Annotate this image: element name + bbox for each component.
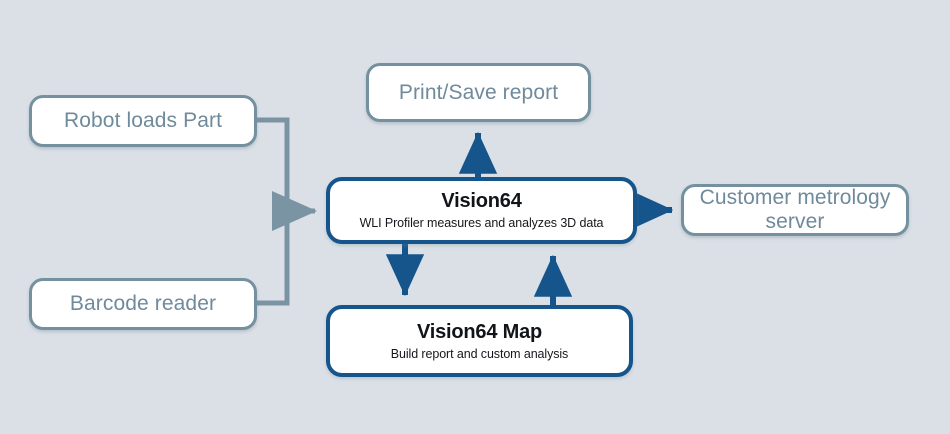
node-robot-loads-part-label: Robot loads Part bbox=[63, 109, 223, 133]
node-barcode-reader-label: Barcode reader bbox=[69, 292, 217, 316]
node-customer-metrology-server[interactable]: Customer metrology server bbox=[681, 184, 909, 236]
node-vision64-subtitle: WLI Profiler measures and analyzes 3D da… bbox=[359, 216, 604, 231]
node-vision64[interactable]: Vision64 WLI Profiler measures and analy… bbox=[326, 177, 637, 244]
node-vision64-map-title: Vision64 Map bbox=[416, 320, 543, 343]
connector-inputs-to-vision64 bbox=[257, 117, 317, 306]
node-vision64-map[interactable]: Vision64 Map Build report and custom ana… bbox=[326, 305, 633, 377]
node-print-save-report-label: Print/Save report bbox=[398, 80, 559, 104]
node-print-save-report[interactable]: Print/Save report bbox=[366, 63, 591, 122]
node-robot-loads-part[interactable]: Robot loads Part bbox=[29, 95, 257, 147]
node-customer-metrology-server-label-line2: server bbox=[765, 210, 825, 233]
node-vision64-title: Vision64 bbox=[441, 190, 522, 213]
node-vision64-map-subtitle: Build report and custom analysis bbox=[390, 346, 569, 361]
node-barcode-reader[interactable]: Barcode reader bbox=[29, 278, 257, 330]
node-customer-metrology-server-label-line1: Customer metrology bbox=[699, 186, 891, 210]
